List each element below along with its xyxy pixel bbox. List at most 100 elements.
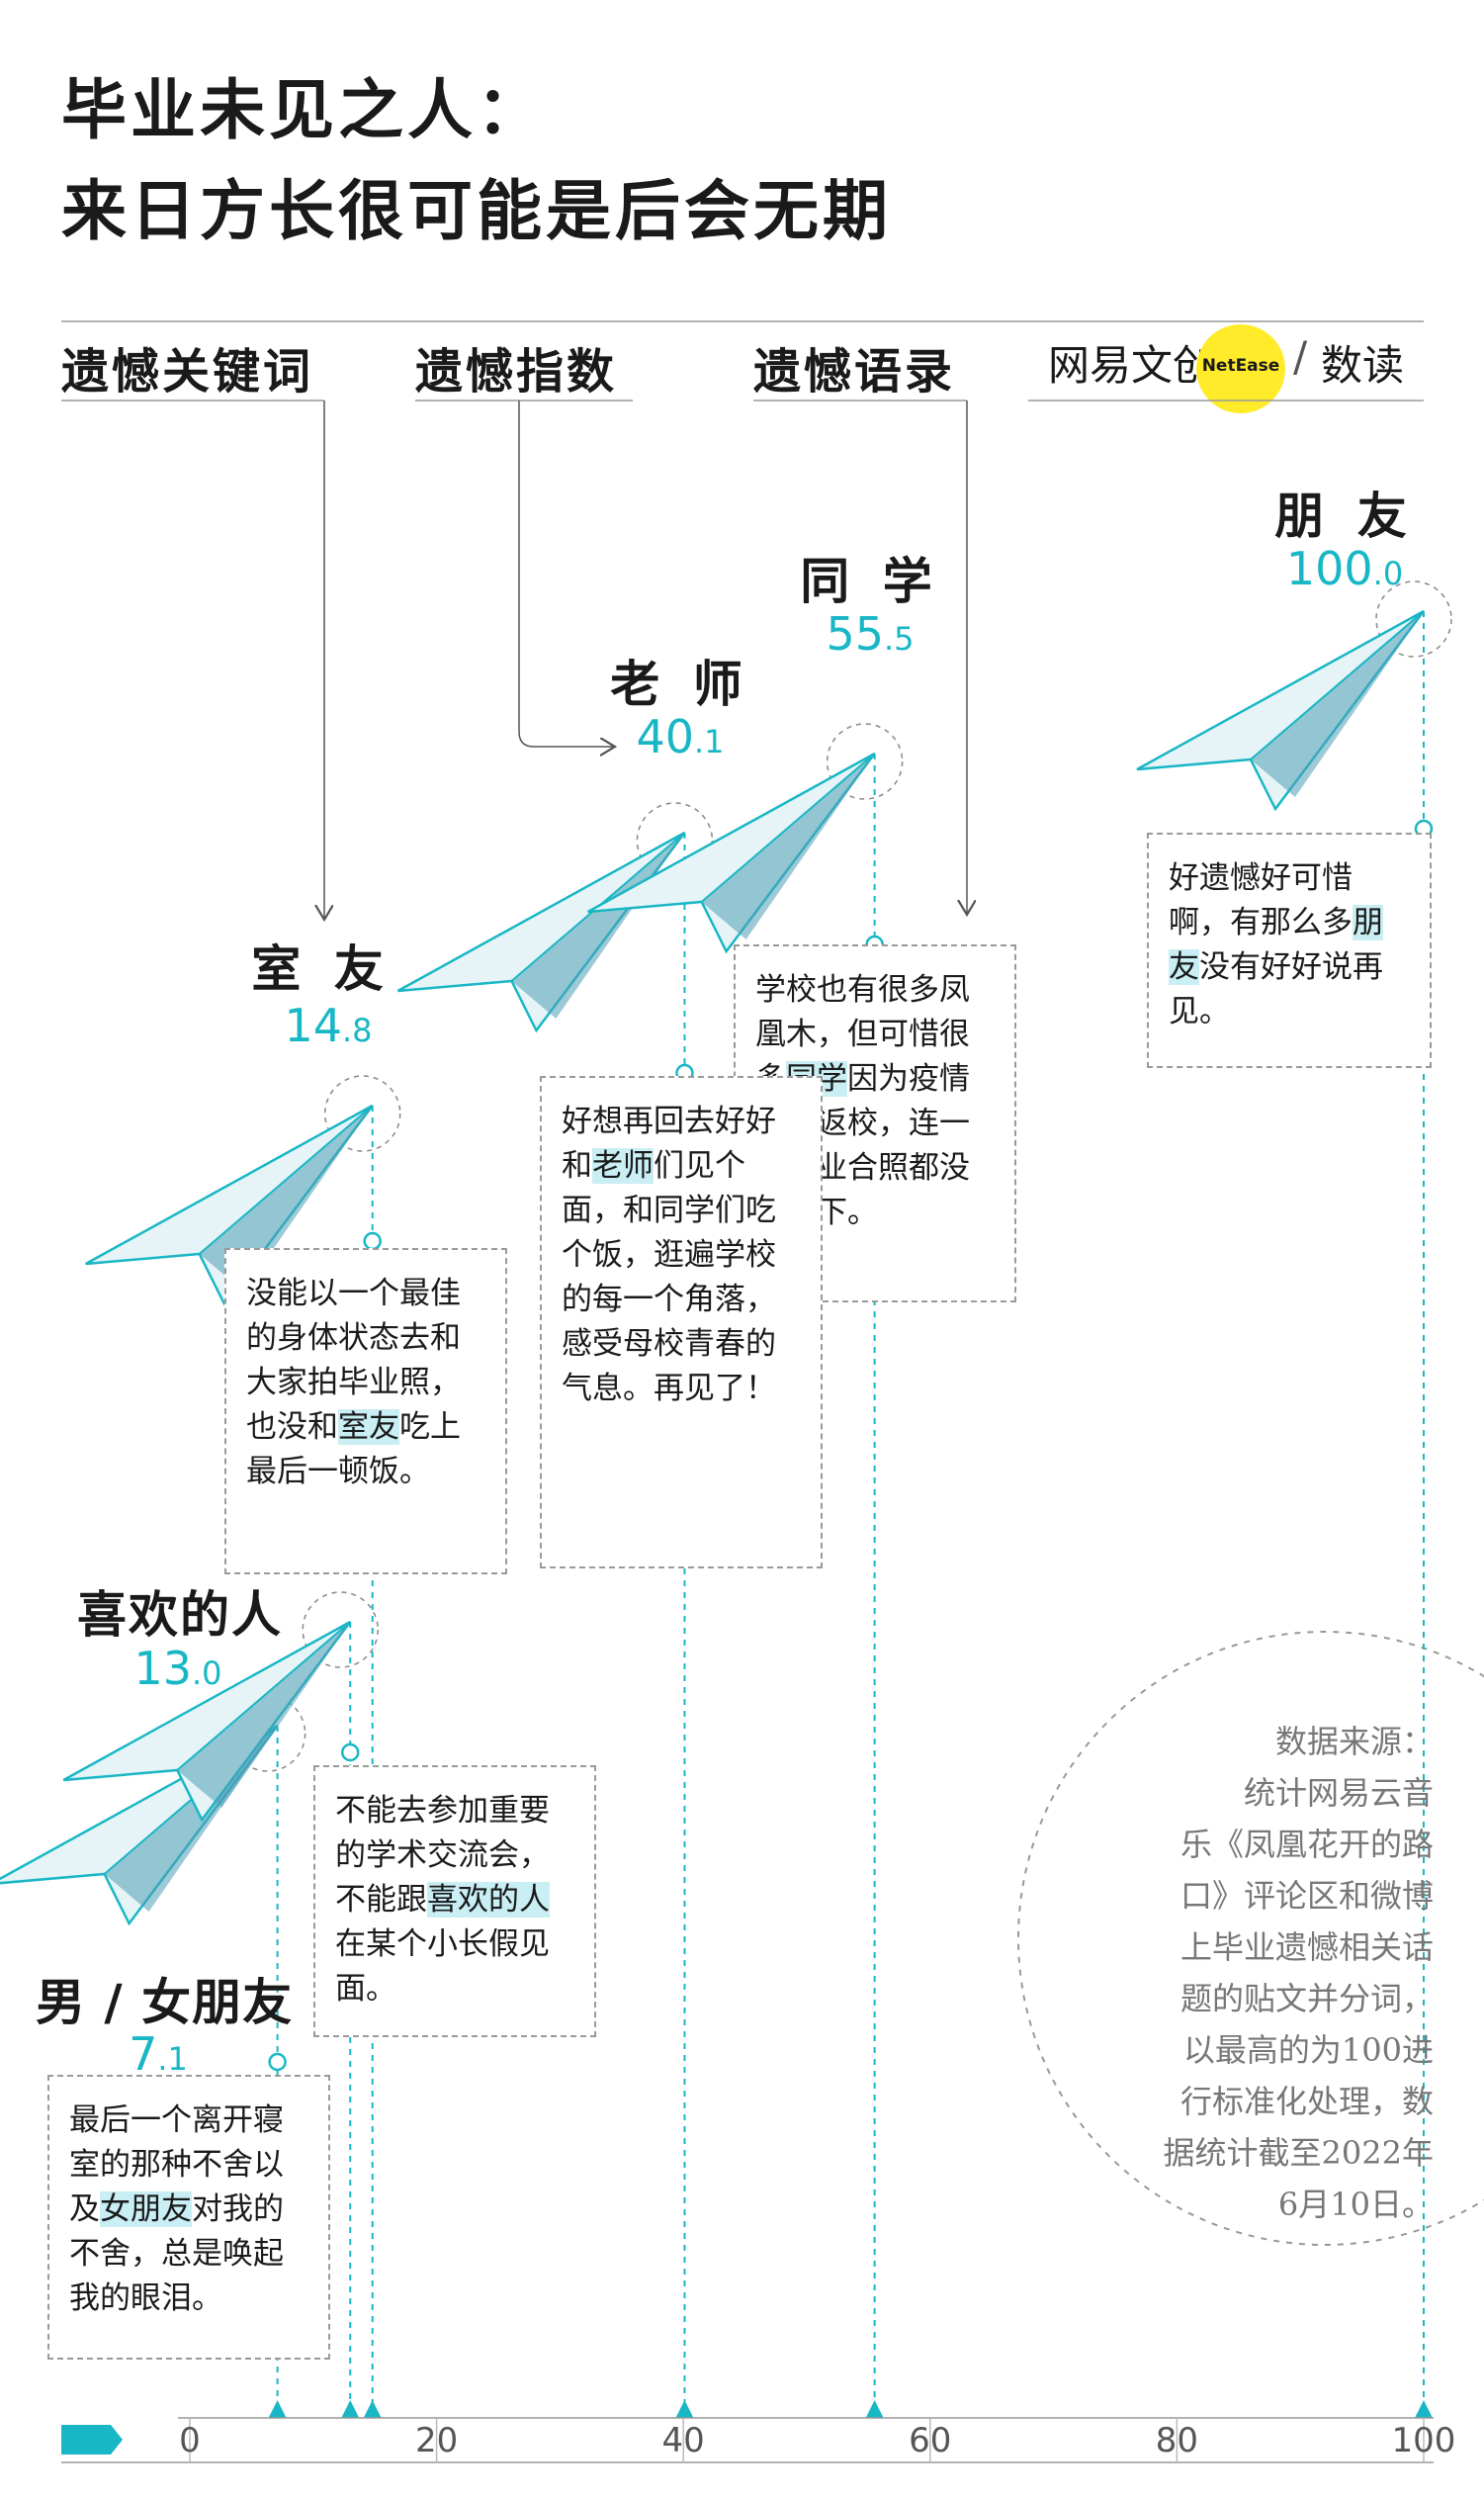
label-classmate: 同 学 [800, 552, 940, 610]
label-friend: 朋 友 [1274, 487, 1415, 545]
logo-brand: 网易文创 [1048, 341, 1215, 390]
quote-teacher-text-b: 们见个面，和同学们吃个饭，逛遍学校的每一个角落，感受母校青春的气息。再见了！ [562, 1148, 776, 1406]
tip-circle [636, 802, 714, 879]
plane-keel [701, 754, 875, 939]
plane-fold [199, 1105, 374, 1255]
tip-circle [302, 1591, 379, 1668]
header-index: 遗憾指数 [415, 344, 618, 400]
quote-friend-text-b: 没有好好说再见。 [1169, 949, 1383, 1029]
quote-partner: 最后一个离开寝室的那种不舍以及女朋友对我的不舍，总是唤起我的眼泪。 [47, 2075, 330, 2360]
label-roommate: 室 友 [251, 939, 392, 998]
value-partner: 7.1 [59, 2027, 257, 2081]
paper-plane-icon [587, 752, 876, 954]
quote-crush-text-b: 在某个小长假见面。 [335, 1926, 550, 2007]
logo-section: 数读 [1321, 341, 1405, 390]
quote-partner-highlight: 女朋友 [100, 2191, 192, 2227]
quote-roommate-text-a: 没能以一个最佳的身体状态去和大家拍毕业照，也没和 [246, 1276, 461, 1445]
plane-fold [176, 1621, 351, 1771]
value-classmate: 55.5 [771, 607, 969, 661]
tip-circle [323, 1075, 401, 1152]
source-line-6: 题的贴文并分词， [1179, 1980, 1434, 2017]
quote-partner-text-b: 对我的不舍，总是唤起我的眼泪。 [69, 2191, 284, 2316]
source-line-7: 以最高的为100进 [1182, 2031, 1434, 2069]
paper-planes [0, 609, 1425, 1926]
value-teacher-dec: .1 [694, 723, 725, 760]
paper-plane-icon [1136, 609, 1425, 812]
tick-label: 80 [1155, 2421, 1199, 2460]
value-friend-dec: .0 [1372, 555, 1404, 592]
header-keyword: 遗憾关键词 [61, 344, 314, 400]
title-line-1: 毕业未见之人： [61, 71, 546, 148]
quote-friend: 好遗憾好可惜啊，有那么多朋友没有好好说再见。 [1147, 833, 1432, 1068]
source-line-2: 统计网易云音 [1243, 1774, 1434, 1812]
axis-marker [865, 2400, 884, 2418]
source-line-5: 上毕业遗憾相关话 [1179, 1928, 1434, 1966]
axis-ticks [189, 2418, 1425, 2462]
label-partner: 男 / 女朋友 [36, 1973, 294, 2031]
point-marker [268, 2052, 287, 2072]
axis-marker [675, 2400, 694, 2418]
tick-label: 100 [1391, 2421, 1456, 2460]
quote-friend-text-a: 好遗憾好可惜啊，有那么多 [1169, 860, 1353, 940]
value-crush-dec: .0 [192, 1654, 222, 1692]
source-line-9: 据统计截至2022年 [1163, 2134, 1434, 2172]
plane-keel [199, 1106, 373, 1292]
tick-label: 20 [414, 2421, 459, 2460]
tick-label: 40 [661, 2421, 705, 2460]
title-line-2: 来日方长很可能是后会无期 [61, 172, 892, 249]
quote-partner-text-a: 最后一个离开寝室的那种不舍以及 [69, 2102, 284, 2227]
axis-arrow-icon [61, 2425, 123, 2455]
quote-roommate-highlight: 室友 [338, 1409, 399, 1445]
data-source: 数据来源： 统计网易云音 乐《凤凰花开的路 口》评论区和微博 上毕业遗憾相关话 … [1068, 1716, 1434, 2230]
value-roommate-int: 14 [284, 999, 342, 1052]
tip-circle [826, 723, 904, 800]
value-friend: 100.0 [1246, 542, 1443, 595]
value-crush: 13.0 [79, 1642, 277, 1695]
logo-badge [1196, 324, 1285, 413]
value-friend-int: 100 [1285, 542, 1373, 595]
axis-marker [1415, 2400, 1433, 2418]
source-line-1: 数据来源： [1274, 1723, 1434, 1760]
quote-teacher: 好想再回去好好和老师们见个面，和同学们吃个饭，逛遍学校的每一个角落，感受母校青春… [540, 1076, 823, 1568]
point-marker [363, 1231, 382, 1251]
value-partner-int: 7 [129, 2027, 158, 2081]
quote-roommate-text-b: 吃上最后一顿饭。 [246, 1409, 461, 1489]
tip-circle [228, 1695, 306, 1772]
axis-marker [363, 2400, 382, 2418]
quote-teacher-highlight: 老师 [592, 1148, 654, 1184]
tick-label: 0 [179, 2421, 201, 2460]
tip-circle [1375, 581, 1452, 658]
pointer-index [518, 401, 615, 747]
value-teacher: 40.1 [581, 710, 779, 763]
value-roommate-dec: .8 [342, 1012, 373, 1049]
value-roommate: 14.8 [229, 999, 427, 1052]
quote-crush-text-a: 不能去参加重要的学术交流会，不能跟 [335, 1793, 550, 1918]
logo-badge-text: NetEase [1201, 356, 1280, 376]
point-marker [340, 1742, 360, 1762]
value-classmate-dec: .5 [884, 620, 915, 658]
plane-keel [1251, 611, 1424, 797]
quote-crush-highlight: 喜欢的人 [427, 1882, 550, 1918]
value-crush-int: 13 [133, 1642, 192, 1695]
source-circle [1017, 1631, 1484, 2246]
paper-plane-icon [396, 831, 686, 1033]
header-quotes: 遗憾语录 [753, 344, 956, 400]
paper-plane-icon [85, 1104, 374, 1306]
plane-keel [177, 1622, 351, 1808]
source-line-10: 6月10日。 [1277, 2186, 1434, 2223]
plane-keel [511, 833, 685, 1019]
axis-marker [341, 2400, 360, 2418]
label-crush: 喜欢的人 [77, 1585, 283, 1644]
value-classmate-int: 55 [826, 607, 884, 661]
source-line-4: 口》评论区和微博 [1179, 1877, 1434, 1915]
logo-slash: / [1293, 332, 1308, 381]
plane-fold [700, 753, 876, 903]
quote-crush: 不能去参加重要的学术交流会，不能跟喜欢的人在某个小长假见面。 [313, 1765, 596, 2037]
tick-label: 60 [909, 2421, 952, 2460]
value-teacher-int: 40 [636, 710, 694, 763]
paper-plane-icon [62, 1620, 352, 1823]
quote-roommate: 没能以一个最佳的身体状态去和大家拍毕业照，也没和室友吃上最后一顿饭。 [224, 1248, 507, 1574]
label-teacher: 老 师 [610, 655, 750, 713]
source-line-8: 行标准化处理，数 [1179, 2083, 1434, 2120]
